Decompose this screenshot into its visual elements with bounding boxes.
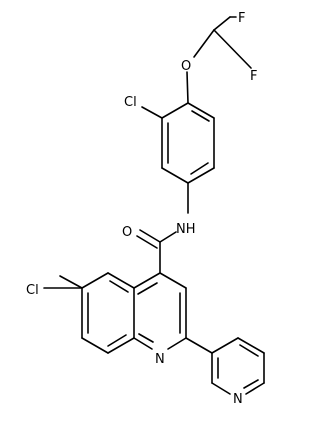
atom-labels: F F O Cl NH O Cl N N <box>26 11 257 407</box>
bond-c-o-amide-2 <box>136 235 158 249</box>
bond-p-d <box>245 382 265 395</box>
bond-ring1-a <box>187 102 215 119</box>
atom-label-f2: F <box>250 69 257 84</box>
bond-ql-b <box>81 272 109 289</box>
structure-canvas: F F O Cl NH O Cl N N <box>26 11 265 407</box>
bond-c-o <box>193 29 215 58</box>
bond-q-d3 <box>138 333 154 343</box>
atom-label-quinoline-n: N <box>155 352 165 367</box>
bond-q-a <box>159 272 187 289</box>
bond-ql-d <box>81 337 109 354</box>
bond-ql-d1 <box>109 280 129 293</box>
bond-c-o-amide-1 <box>139 229 161 243</box>
bond-ring1-c <box>187 167 215 184</box>
bond-q-d <box>133 337 153 350</box>
bond-ql-e <box>107 337 135 354</box>
bond-ring1-f <box>161 102 189 119</box>
atom-label-oxygen-ether: O <box>181 59 191 74</box>
bond-ql-a <box>107 272 135 289</box>
atom-label-chlorine-left: Cl <box>26 283 39 298</box>
bond-ring1-d1 <box>191 110 210 122</box>
bond-p-a <box>211 337 239 354</box>
bond-o-ring <box>186 71 189 104</box>
bond-c-f2 <box>213 29 252 69</box>
bond-q-pyr <box>185 337 213 354</box>
atom-label-pyridine-n: N <box>233 392 243 407</box>
atom-label-chlorine-top: Cl <box>124 95 137 110</box>
bond-ring1-cl <box>141 106 163 119</box>
bonds <box>43 16 265 395</box>
bond-p-b <box>237 337 265 354</box>
bond-ql-cl-b <box>59 275 83 289</box>
bond-ring1-d <box>161 167 189 184</box>
atom-label-f1: F <box>238 11 245 26</box>
molecule-structure: F F O Cl NH O Cl N N <box>26 11 265 407</box>
bond-p-d2 <box>243 379 259 389</box>
bond-q-d2 <box>137 282 158 295</box>
atom-label-oxygen-amide: O <box>122 225 132 240</box>
bond-p-e <box>211 382 231 395</box>
bond-c-f1b <box>213 16 231 31</box>
bond-q-c <box>167 337 187 350</box>
atom-label-amide-nh: NH <box>176 222 196 237</box>
bond-q-f <box>133 272 161 289</box>
bond-p-d1 <box>239 344 259 357</box>
bond-ring1-d2 <box>190 162 209 175</box>
bond-ql-d3 <box>107 334 127 347</box>
bond-nh-c <box>159 231 177 243</box>
